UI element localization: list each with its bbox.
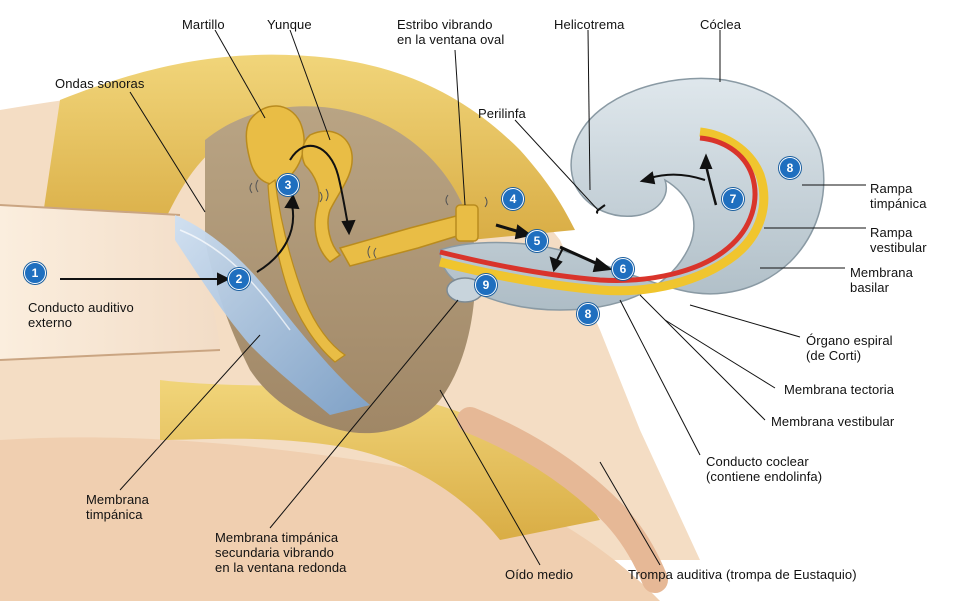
eustachian-tube: [457, 407, 668, 593]
vestibular-membrane-red: [439, 135, 758, 283]
label-organo-espiral: Órgano espiral (de Corti): [806, 333, 893, 363]
label-rampa-vestibular: Rampa vestibular: [870, 225, 927, 255]
temporal-bone: [40, 54, 575, 240]
step-marker-7: 7: [722, 188, 744, 210]
label-membrana-basilar: Membrana basilar: [850, 265, 913, 295]
step-marker-5: 5: [526, 230, 548, 252]
ear-canal: [0, 205, 220, 360]
step-marker-6: 6: [612, 258, 634, 280]
label-membrana-tectoria: Membrana tectoria: [784, 382, 895, 397]
label-estribo: Estribo vibrando en la ventana oval: [397, 17, 505, 47]
step-marker-1: 1: [24, 262, 46, 284]
label-conducto-coclear: Conducto coclear (contiene endolinfa): [706, 454, 823, 484]
bone-lower: [160, 380, 600, 540]
step-marker-4: 4: [502, 188, 524, 210]
label-helicotrema: Helicotrema: [554, 17, 625, 32]
label-perilinfa: Perilinfa: [478, 106, 526, 121]
tympanic-membrane-shape: [175, 215, 370, 415]
label-trompa-auditiva: Trompa auditiva (trompa de Eustaquio): [628, 567, 857, 582]
step-marker-8-upper: 8: [779, 157, 801, 179]
label-oido-medio: Oído medio: [505, 567, 574, 582]
step-marker-3: 3: [277, 174, 299, 196]
label-membrana-vestibular: Membrana vestibular: [771, 414, 895, 429]
basilar-membrane-yellow: [438, 127, 769, 296]
lower-tissue: [0, 437, 660, 601]
label-coclea: Cóclea: [700, 17, 742, 32]
step-marker-2: 2: [228, 268, 250, 290]
label-ondas-sonoras: Ondas sonoras: [55, 76, 145, 91]
label-membrana-timpanica: Membrana timpánica: [86, 492, 149, 522]
label-martillo: Martillo: [182, 17, 225, 32]
malleus-handle: [267, 178, 347, 363]
step-marker-8-lower: 8: [577, 303, 599, 325]
label-conducto-auditivo: Conducto auditivo externo: [28, 300, 134, 330]
label-rampa-timpanica: Rampa timpánica: [870, 181, 927, 211]
label-membrana-secundaria: Membrana timpánica secundaria vibrando e…: [215, 530, 347, 575]
label-yunque: Yunque: [267, 17, 312, 32]
incus-shape: [301, 130, 353, 263]
step-marker-9: 9: [475, 274, 497, 296]
